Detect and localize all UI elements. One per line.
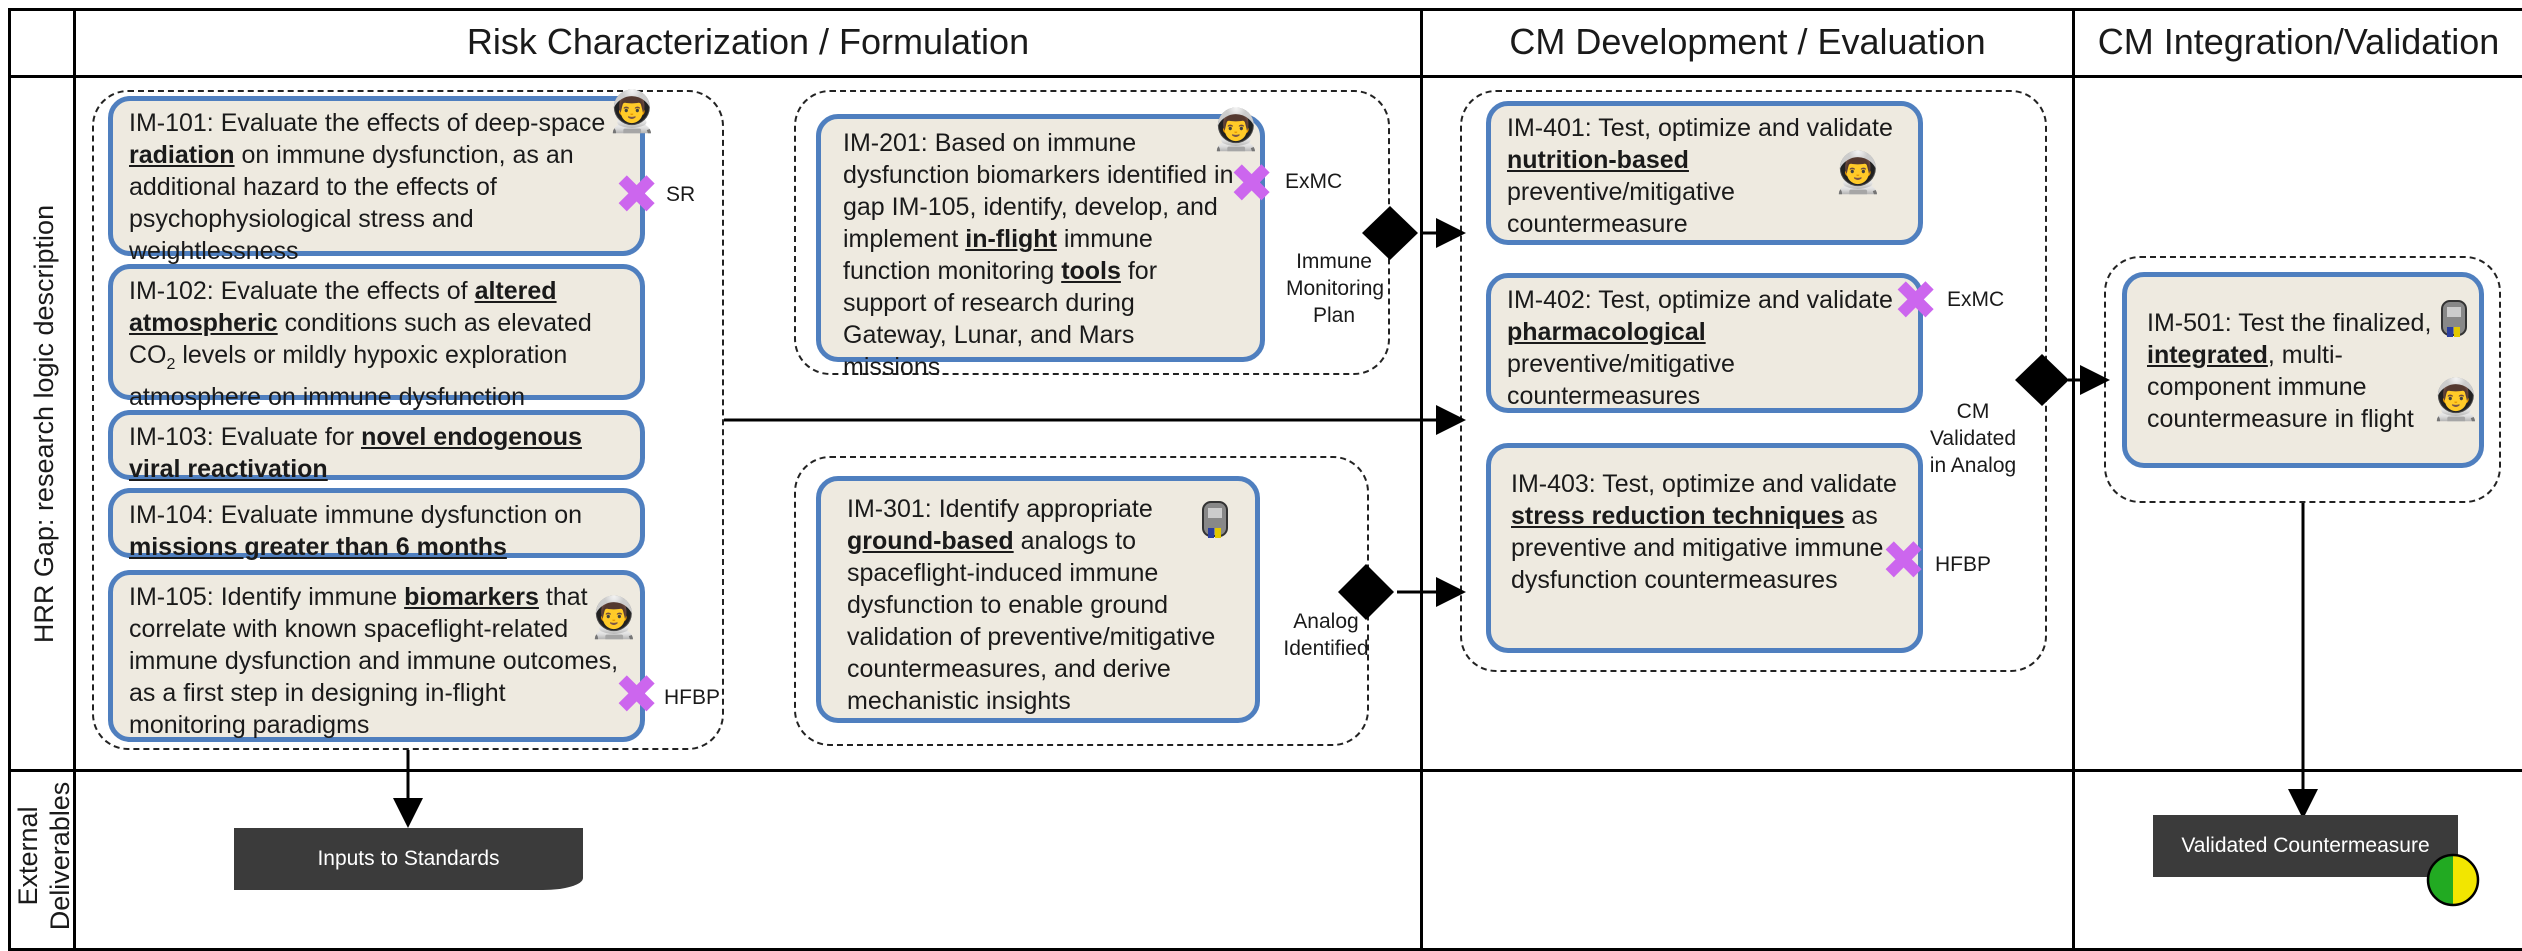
card-im201-bold: in-flight xyxy=(965,225,1057,253)
milestone-label-cm: CM Validated in Analog xyxy=(1929,400,2017,477)
card-im402-pre: IM-402: Test, optimize and validate xyxy=(1507,286,1893,314)
card-im201-pre: IM-201: Based on immune dysfunction biom… xyxy=(843,129,1234,253)
card-im102-pre: IM-102: Evaluate the effects of xyxy=(129,277,475,305)
x-mark-icon: ✖ xyxy=(614,165,660,225)
grid-bottom xyxy=(8,948,2522,951)
card-im105: IM-105: Identify immune biomarkers that … xyxy=(108,570,645,742)
astronaut-icon: 👨‍🚀 xyxy=(1211,108,1261,152)
grid-top xyxy=(8,8,2522,11)
grid-col-3 xyxy=(2072,8,2075,951)
card-im403-post: as preventive and mitigative immune dysf… xyxy=(1511,502,1884,594)
deliverable-validated-label: Validated Countermeasure xyxy=(2181,834,2430,857)
card-im401-post: preventive/mitigative countermeasure xyxy=(1507,178,1735,238)
tag-sr: SR xyxy=(666,183,696,206)
diamond-milestone-icon xyxy=(1362,206,1418,260)
grid-header-bottom xyxy=(8,75,2522,78)
deliverable-standards-label: Inputs to Standards xyxy=(317,847,500,870)
card-im102-mid: conditions such as elevated CO xyxy=(129,309,592,369)
card-im102: IM-102: Evaluate the effects of altered … xyxy=(108,264,645,411)
x-mark-icon: ✖ xyxy=(1229,154,1275,214)
grid-row-divider xyxy=(8,769,2522,772)
deliverable-validated: Validated Countermeasure xyxy=(2153,815,2458,877)
card-im101-pre: IM-101: Evaluate the effects of deep-spa… xyxy=(129,109,606,137)
card-im401: IM-401: Test, optimize and validate nutr… xyxy=(1486,101,1923,245)
astronaut-icon: 👨‍🚀 xyxy=(607,90,657,134)
astronaut-icon: 👨‍🚀 xyxy=(2431,378,2481,422)
card-im104-pre: IM-104: Evaluate immune dysfunction on xyxy=(129,501,583,529)
card-im402-post: preventive/mitigative countermeasures xyxy=(1507,350,1735,410)
card-im403-pre: IM-403: Test, optimize and validate xyxy=(1511,470,1897,498)
diamond-milestone-icon xyxy=(1338,564,1394,620)
card-im105-post: that correlate with known spaceflight-re… xyxy=(129,583,619,739)
deliverable-standards: Inputs to Standards xyxy=(234,828,583,890)
card-im403-bold: stress reduction techniques xyxy=(1511,502,1845,530)
card-im501-bold: integrated xyxy=(2147,341,2268,369)
card-im501-post: , multi-component immune countermeasure … xyxy=(2147,341,2414,433)
group-risk-100 xyxy=(92,90,724,750)
card-im104: IM-104: Evaluate immune dysfunction on m… xyxy=(108,488,645,561)
card-im403: IM-403: Test, optimize and validate stre… xyxy=(1486,443,1923,653)
grid-label-col xyxy=(73,8,76,951)
card-im103-pre: IM-103: Evaluate for xyxy=(129,423,362,451)
card-im501: IM-501: Test the finalized, integrated, … xyxy=(2122,272,2484,468)
card-im402: IM-402: Test, optimize and validate phar… xyxy=(1486,273,1923,413)
milestone-label-analog: Analog Identified xyxy=(1283,610,1369,660)
card-im402-bold: pharmacological xyxy=(1507,318,1706,346)
astronaut-icon: 👨‍🚀 xyxy=(589,596,639,640)
tag-hfbp-403: HFBP xyxy=(1935,553,1992,576)
card-im201-post: for support of research during Gateway, … xyxy=(843,257,1158,381)
card-im201: IM-201: Based on immune dysfunction biom… xyxy=(816,114,1265,381)
column-header-integ: CM Integration/Validation xyxy=(2097,21,2500,62)
card-im105-bold: biomarkers xyxy=(404,583,539,611)
grid-col-2 xyxy=(1420,8,1423,951)
diamond-milestone-icon xyxy=(2015,354,2069,406)
card-im104-bold: missions greater than 6 months xyxy=(129,533,507,561)
status-circle-icon xyxy=(2426,853,2480,907)
card-im103-bold: novel endogenous viral reactivation xyxy=(129,423,582,483)
card-im201-mid: immune function monitoring xyxy=(843,225,1153,285)
card-im301-post: analogs to spaceflight-induced immune dy… xyxy=(847,527,1216,715)
x-mark-icon: ✖ xyxy=(1893,271,1939,331)
card-im103: IM-103: Evaluate for novel endogenous vi… xyxy=(108,410,645,483)
x-mark-icon: ✖ xyxy=(614,665,660,725)
card-im301-pre: IM-301: Identify appropriate xyxy=(847,495,1153,523)
card-im102-post: levels or mildly hypoxic exploration atm… xyxy=(129,341,568,411)
habitat-icon xyxy=(2441,300,2467,337)
card-im401-bold: nutrition-based xyxy=(1507,146,1689,174)
astronaut-icon: 👨‍🚀 xyxy=(1833,151,1883,195)
tag-exmc-402: ExMC xyxy=(1947,288,2005,311)
tag-exmc-201: ExMC xyxy=(1285,170,1343,193)
card-im102-sub: 2 xyxy=(166,356,176,373)
card-im101-bold: radiation xyxy=(129,141,235,169)
habitat-icon xyxy=(1202,501,1228,538)
card-im105-pre: IM-105: Identify immune xyxy=(129,583,405,611)
column-header-dev: CM Development / Evaluation xyxy=(1509,21,1986,62)
card-im101: IM-101: Evaluate the effects of deep-spa… xyxy=(108,96,645,265)
milestone-label-plan: Immune Monitoring Plan xyxy=(1286,250,1385,327)
card-im401-pre: IM-401: Test, optimize and validate xyxy=(1507,114,1893,142)
column-header-risk: Risk Characterization / Formulation xyxy=(466,21,1030,62)
card-im201-bold2: tools xyxy=(1061,257,1121,285)
tag-hfbp-105: HFBP xyxy=(664,686,721,709)
card-im301: IM-301: Identify appropriate ground-base… xyxy=(816,476,1260,723)
card-im301-bold: ground-based xyxy=(847,527,1014,555)
grid-left xyxy=(8,8,11,951)
card-im102-bold: altered atmospheric xyxy=(129,277,557,337)
x-mark-icon: ✖ xyxy=(1881,531,1927,591)
card-im101-post: on immune dysfunction, as an additional … xyxy=(129,141,574,265)
card-im501-pre: IM-501: Test the finalized, xyxy=(2147,309,2432,337)
